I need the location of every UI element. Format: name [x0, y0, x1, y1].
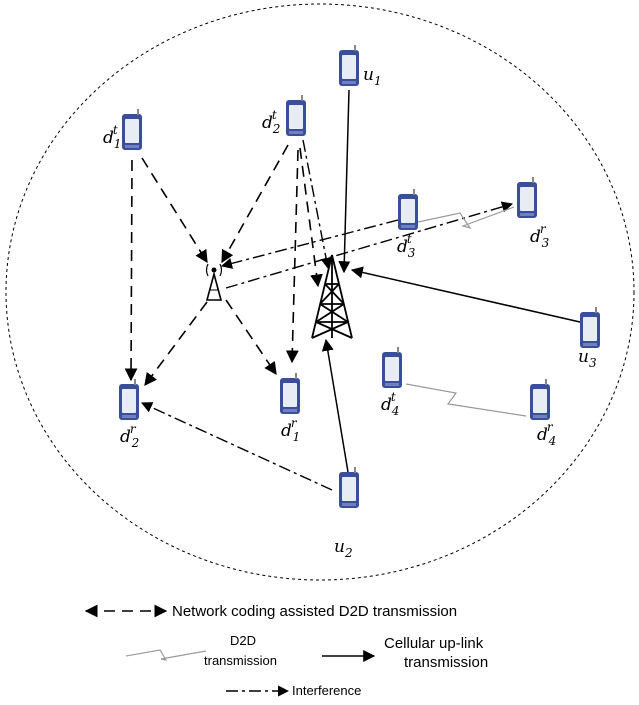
legend-d2d-label-line1: D2D: [230, 633, 256, 648]
legend: Network coding assisted D2D transmission…: [84, 603, 488, 698]
legend-network-coding-label: Network coding assisted D2D transmission: [172, 603, 457, 620]
nc-link-relay-d2r: [144, 301, 208, 387]
label-u3: u3: [578, 347, 597, 370]
label-u1: u1: [363, 65, 382, 88]
phone-icon-d1r: [280, 373, 300, 414]
legend-cellular-label-line1: Cellular up-link: [384, 635, 484, 652]
phone-icon-u3: [580, 307, 600, 348]
nc-link-d1t-d2r: [124, 159, 138, 382]
phone-icon-u2: [339, 467, 359, 508]
phone-icon-d4t: [382, 347, 402, 388]
legend-d2d-label-line2: transmission: [204, 653, 277, 668]
nc-link-d2t-relay: [221, 144, 289, 264]
uplink-u2-bs: [321, 338, 349, 473]
cell-boundary: [5, 3, 635, 581]
label-u2: u2: [334, 537, 353, 560]
phone-icon-d2t: [286, 95, 306, 136]
uplink-u1-bs: [338, 89, 351, 274]
nc-link-d1t-relay: [141, 157, 208, 264]
phone-icon-d3r: [517, 177, 537, 218]
interference-u2-d2r: [140, 402, 333, 491]
legend-interference-label: Interference: [292, 683, 361, 698]
nc-link-relay-d1r: [225, 299, 277, 376]
legend-d2d-symbol: [125, 649, 207, 661]
phone-icon-d2r: [119, 379, 139, 420]
interference-d3t-relay: [220, 219, 399, 269]
interference-d2t-bs: [302, 139, 332, 270]
legend-cellular-label-line2: transmission: [404, 654, 488, 671]
nc-link-d2t-bs: [299, 147, 323, 288]
phone-icon-d3t: [398, 189, 418, 230]
phone-icon-u1: [339, 45, 359, 86]
d2d-link-d3t-d3r: [417, 206, 515, 230]
nc-link-d2t-d1r: [285, 149, 299, 364]
d2d-link-d4t-d4r: [405, 383, 527, 417]
phone-icon-d4r: [530, 379, 550, 420]
base-station-icon: [311, 254, 353, 339]
interference-relay-d3r: [225, 201, 514, 289]
relay-node-icon: [205, 263, 223, 301]
phone-icon-d1t: [122, 109, 142, 150]
uplink-u3-bs: [350, 266, 581, 323]
